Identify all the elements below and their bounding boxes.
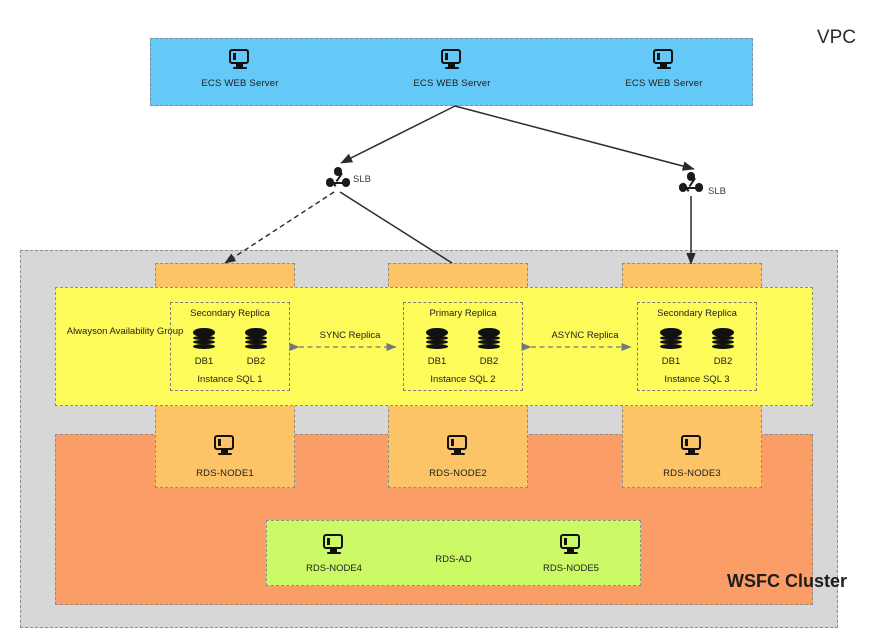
slb-left-label: SLB [353, 174, 371, 185]
monitor-icon [653, 49, 675, 70]
monitor-icon [441, 49, 463, 70]
db-label: DB2 [479, 356, 499, 367]
rds-node-3-lower[interactable]: RDS-NODE3 [622, 420, 762, 488]
replica-1-role: Secondary Replica [190, 308, 270, 319]
vpc-title: VPC [816, 27, 856, 48]
database-icon [478, 328, 500, 349]
ecs-web-server-1-label: ECS WEB Server [201, 78, 279, 89]
replica-secondary-2[interactable]: Secondary Replica DB1 DB2 Instance SQL 3 [637, 302, 757, 391]
rds-node-2-label-lower: RDS-NODE2 [429, 468, 487, 479]
ecs-web-server-2-label: ECS WEB Server [413, 78, 491, 89]
monitor-icon [560, 534, 582, 555]
replica-3-instance: Instance SQL 3 [664, 374, 730, 385]
monitor-icon [323, 534, 345, 555]
database-db2[interactable]: DB2 [707, 328, 739, 367]
load-balancer-icon[interactable] [325, 167, 351, 189]
rds-node-2-lower[interactable]: RDS-NODE2 [388, 420, 528, 488]
availability-group-label: Alwayson Availability Group [66, 326, 184, 337]
load-balancer-icon[interactable] [678, 172, 704, 194]
rds-ad-container: RDS-NODE4 RDS-NODE5 [266, 520, 641, 586]
database-db2[interactable]: DB2 [240, 328, 272, 367]
edge-ecs-to-slb-left [340, 105, 456, 164]
replica-secondary-1[interactable]: Secondary Replica DB1 DB2 Instance SQL 1 [170, 302, 290, 391]
monitor-icon [389, 435, 527, 461]
async-replica-label: ASYNC Replica [551, 330, 619, 341]
sync-replica-label: SYNC Replica [319, 330, 381, 341]
monitor-icon [156, 435, 294, 461]
rds-node-5[interactable]: RDS-NODE5 [516, 534, 626, 574]
database-icon [712, 328, 734, 349]
db-label: DB1 [661, 356, 681, 367]
monitor-icon [623, 435, 761, 461]
replica-1-instance: Instance SQL 1 [197, 374, 263, 385]
database-db1[interactable]: DB1 [421, 328, 453, 367]
database-db1[interactable]: DB1 [188, 328, 220, 367]
rds-node-4[interactable]: RDS-NODE4 [279, 534, 389, 574]
database-db1[interactable]: DB1 [655, 328, 687, 367]
ecs-web-server-group: ECS WEB Server ECS WEB Server ECS WEB Se… [150, 38, 753, 106]
database-icon [660, 328, 682, 349]
replica-2-role: Primary Replica [429, 308, 497, 319]
ecs-web-server-3-label: ECS WEB Server [625, 78, 703, 89]
wsfc-cluster-title: WSFC Cluster [726, 571, 847, 591]
database-icon [245, 328, 267, 349]
replica-3-role: Secondary Replica [657, 308, 737, 319]
slb-right-label: SLB [708, 186, 726, 197]
replica-primary[interactable]: Primary Replica DB1 DB2 Instance SQL 2 [403, 302, 523, 391]
database-db2[interactable]: DB2 [473, 328, 505, 367]
database-icon [426, 328, 448, 349]
db-label: DB2 [246, 356, 266, 367]
replica-2-instance: Instance SQL 2 [430, 374, 496, 385]
db-label: DB1 [427, 356, 447, 367]
rds-node-1-label-lower: RDS-NODE1 [196, 468, 254, 479]
db-label: DB2 [713, 356, 733, 367]
rds-node-3-label-lower: RDS-NODE3 [663, 468, 721, 479]
ecs-web-server-2[interactable]: ECS WEB Server [377, 49, 527, 89]
monitor-icon [229, 49, 251, 70]
database-icon [193, 328, 215, 349]
db-label: DB1 [194, 356, 214, 367]
rds-ad-title: RDS-AD [435, 554, 472, 565]
edge-ecs-to-slb-right [454, 105, 695, 171]
rds-node-1-lower[interactable]: RDS-NODE1 [155, 420, 295, 488]
rds-node-4-label: RDS-NODE4 [306, 563, 362, 574]
ecs-web-server-3[interactable]: ECS WEB Server [589, 49, 739, 89]
ecs-web-server-1[interactable]: ECS WEB Server [165, 49, 315, 89]
rds-node-5-label: RDS-NODE5 [543, 563, 599, 574]
